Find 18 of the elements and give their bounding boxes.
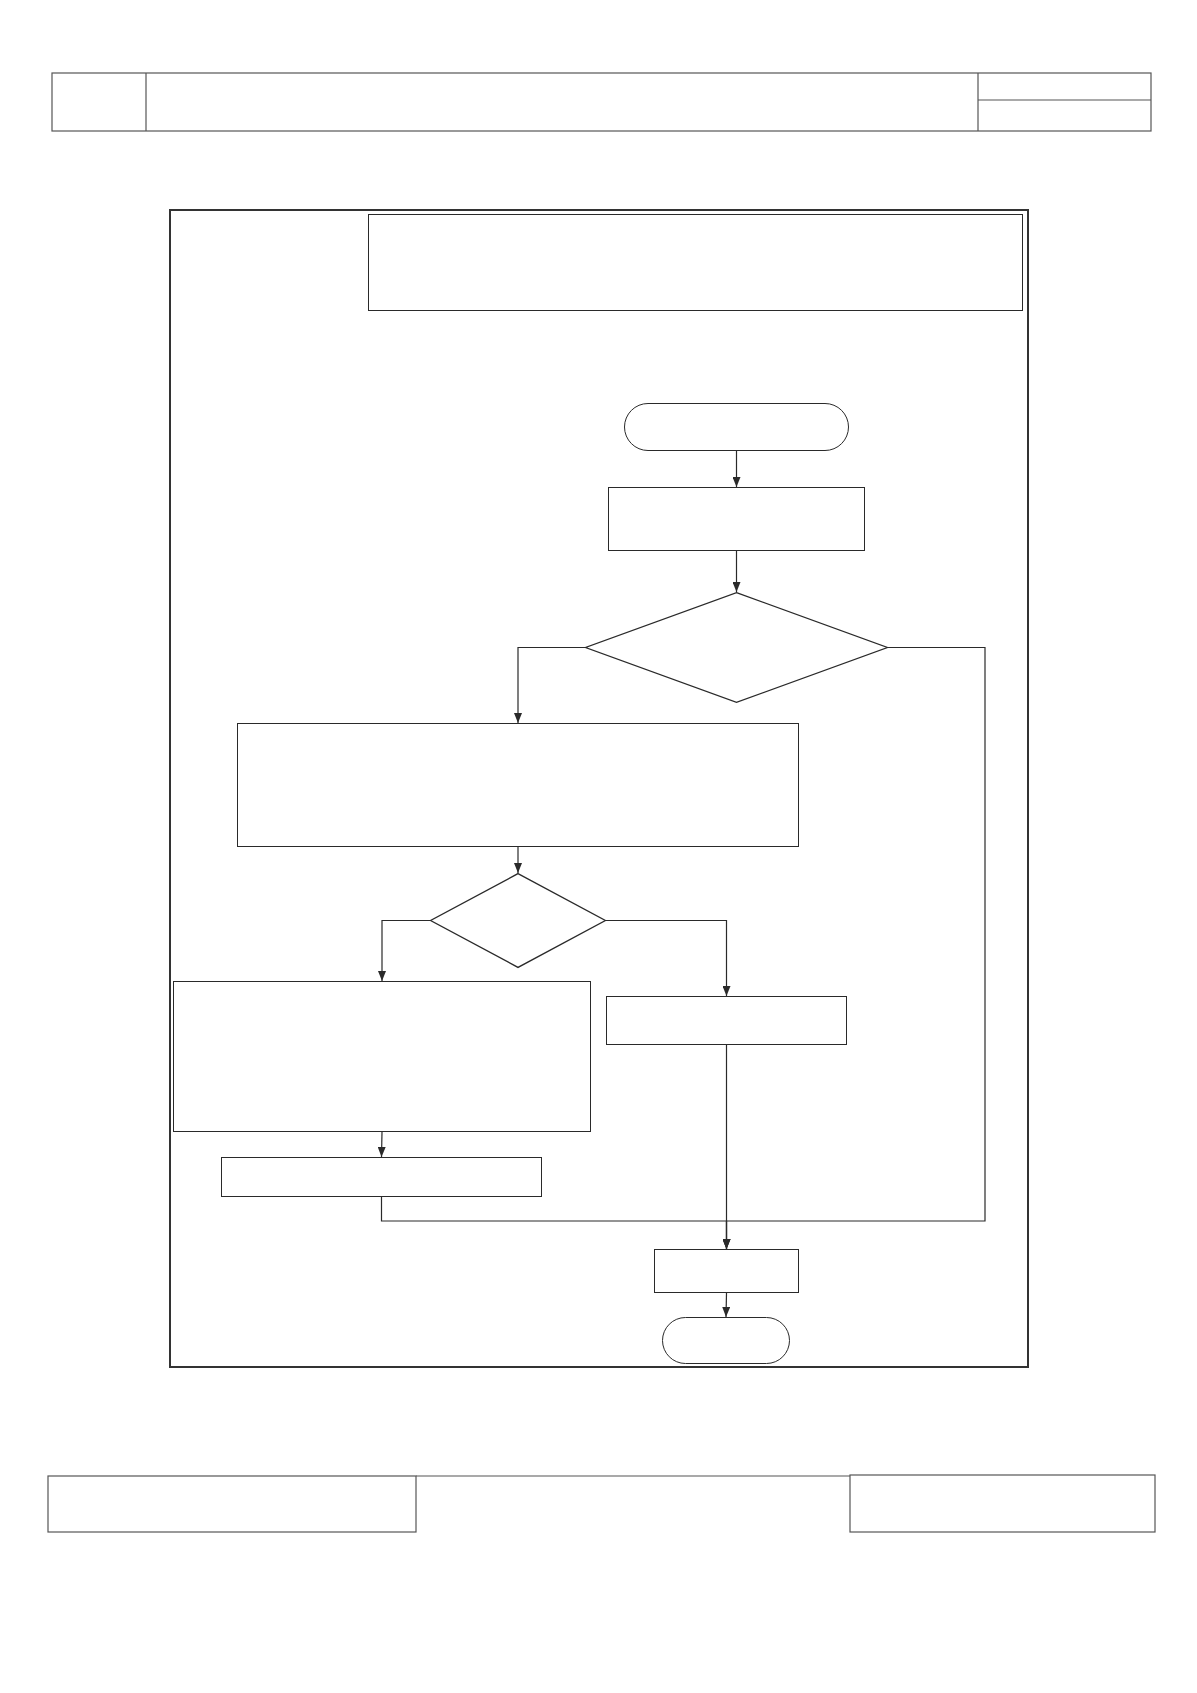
arrow: [377, 1131, 386, 1158]
arrow: [378, 919, 431, 982]
arrow: [605, 919, 731, 997]
arrow: [722, 1292, 731, 1318]
arrow: [380, 1196, 731, 1250]
decision-diamond: [430, 873, 606, 968]
process-box: [608, 487, 865, 551]
process-box: [221, 1157, 542, 1197]
decision-diamond: [585, 592, 888, 703]
process-box: [654, 1249, 799, 1293]
process-box: [606, 996, 847, 1045]
empty-box: [368, 214, 1023, 311]
arrow: [732, 450, 741, 488]
arrow: [732, 550, 741, 593]
arrow: [514, 646, 586, 724]
process-box: [173, 981, 591, 1132]
arrow: [514, 846, 522, 874]
process-box: [237, 723, 799, 847]
